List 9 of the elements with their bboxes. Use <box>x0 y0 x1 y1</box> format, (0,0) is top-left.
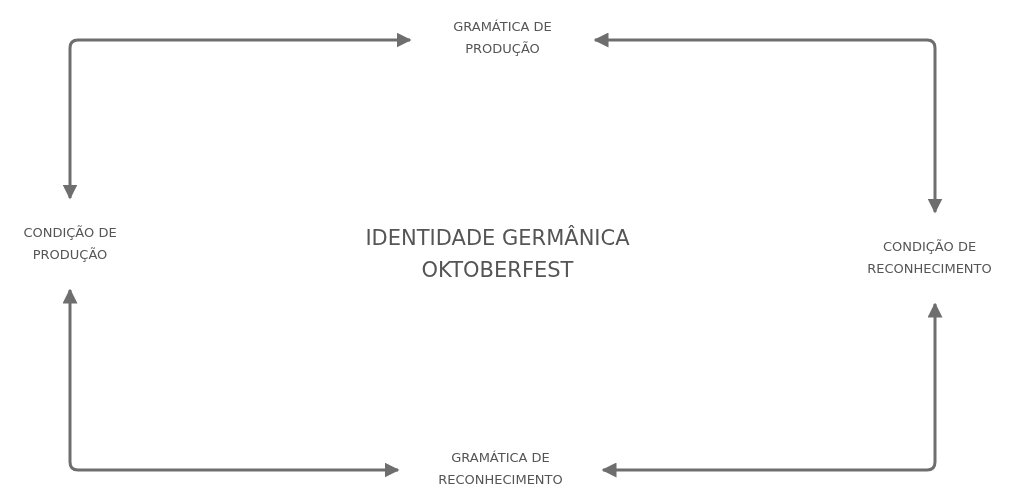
node-label: GRAMÁTICA DE RECONHECIMENTO <box>437 449 564 489</box>
arrow <box>62 32 412 200</box>
arrow <box>601 302 943 478</box>
arrow <box>593 32 943 214</box>
node-label: CONDIÇÃO DE PRODUÇÃO <box>22 224 118 264</box>
arrow <box>62 288 400 478</box>
node-label: CONDIÇÃO DE RECONHECIMENTO <box>866 238 993 278</box>
node-label: GRAMÁTICA DE PRODUÇÃO <box>452 18 553 58</box>
diagram-title: IDENTIDADE GERMÂNICA OKTOBERFEST <box>364 224 631 284</box>
